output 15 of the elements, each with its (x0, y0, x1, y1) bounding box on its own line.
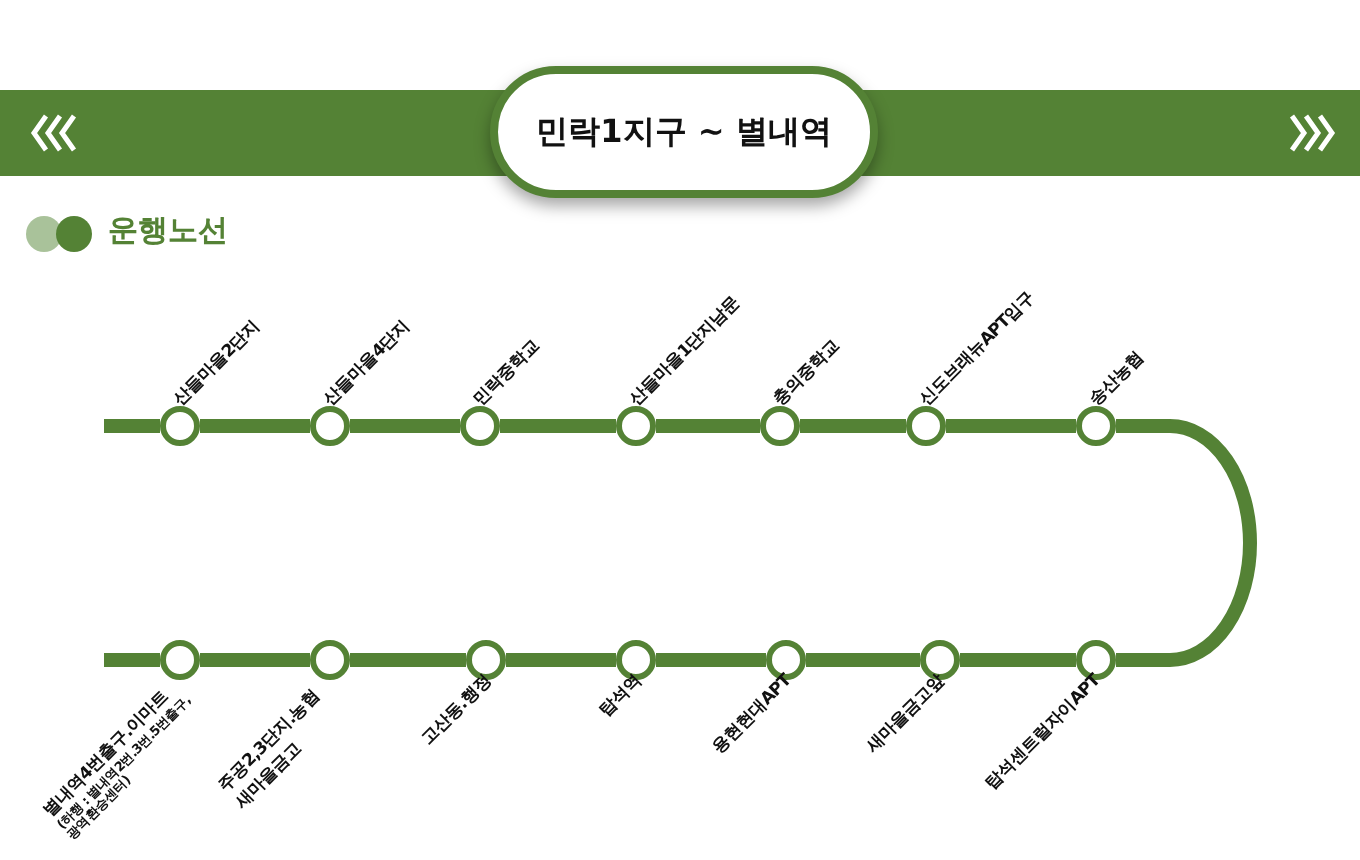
route-line (656, 653, 766, 667)
route-line (500, 419, 616, 433)
route-line (806, 653, 920, 667)
route-line (104, 653, 160, 667)
route-line (656, 419, 760, 433)
section-heading: 운행노선 (108, 212, 228, 250)
route-line (946, 419, 1076, 433)
route-line (350, 653, 466, 667)
route-line (350, 419, 460, 433)
route-line (506, 653, 616, 667)
route-line (960, 653, 1076, 667)
route-line (200, 653, 310, 667)
route-line (1116, 419, 1257, 667)
route-line (200, 419, 310, 433)
route-line (104, 419, 160, 433)
